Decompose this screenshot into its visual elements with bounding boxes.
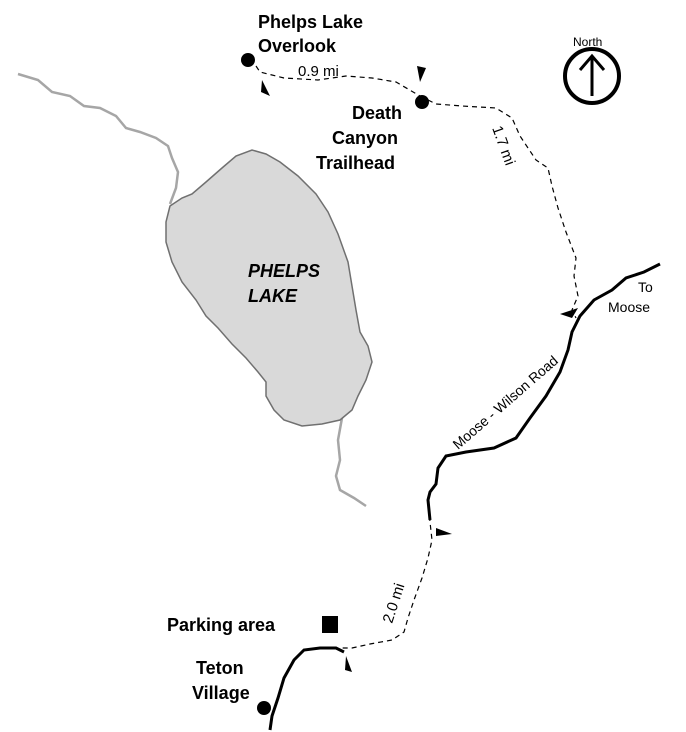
distance-trailhead-road: 1.7 mi	[488, 124, 518, 168]
overlook-label-line1: Phelps Lake	[258, 12, 363, 32]
north-arrow-icon	[563, 47, 621, 105]
direction-arrowhead-icon	[417, 66, 426, 82]
parking-square-icon	[322, 616, 338, 633]
direction-arrowhead-icon	[345, 656, 352, 672]
village-label-line1: Teton	[196, 658, 244, 678]
direction-arrowhead-icon	[436, 528, 452, 536]
distance-overlook-trailhead: 0.9 mi	[298, 63, 339, 80]
trail-overlook-to-trailhead	[255, 65, 421, 97]
trailhead-label-line1: Death	[352, 103, 402, 123]
inlet-stream	[17, 72, 180, 205]
lake-label-line2: LAKE	[248, 286, 298, 306]
trail-trailhead-to-road	[419, 95, 579, 319]
lake-label-line1: PHELPS	[248, 261, 320, 281]
trail-road-to-parking	[340, 497, 433, 649]
moose-wilson-road	[426, 262, 661, 521]
trailhead-label-line3: Trailhead	[316, 153, 395, 173]
north-label: North	[573, 35, 602, 49]
trailhead-location-dot-icon	[415, 95, 429, 109]
phelps-lake	[165, 149, 373, 427]
road-to-teton-village	[268, 646, 345, 731]
direction-arrowhead-icon	[560, 308, 578, 318]
trailhead-label-line2: Canyon	[332, 128, 398, 148]
outlet-stream	[334, 417, 367, 508]
parking-label: Parking area	[167, 615, 276, 635]
village-location-dot-icon	[257, 701, 271, 715]
direction-arrowhead-icon	[261, 80, 270, 96]
distance-road-parking: 2.0 mi	[380, 581, 409, 625]
overlook-label-line2: Overlook	[258, 36, 337, 56]
to-moose-label-line1: To	[638, 279, 653, 295]
to-moose-label-line2: Moose	[608, 299, 650, 315]
village-label-line2: Village	[192, 683, 250, 703]
road-label: Moose - Wilson Road	[449, 352, 560, 452]
overlook-location-dot-icon	[241, 53, 255, 67]
